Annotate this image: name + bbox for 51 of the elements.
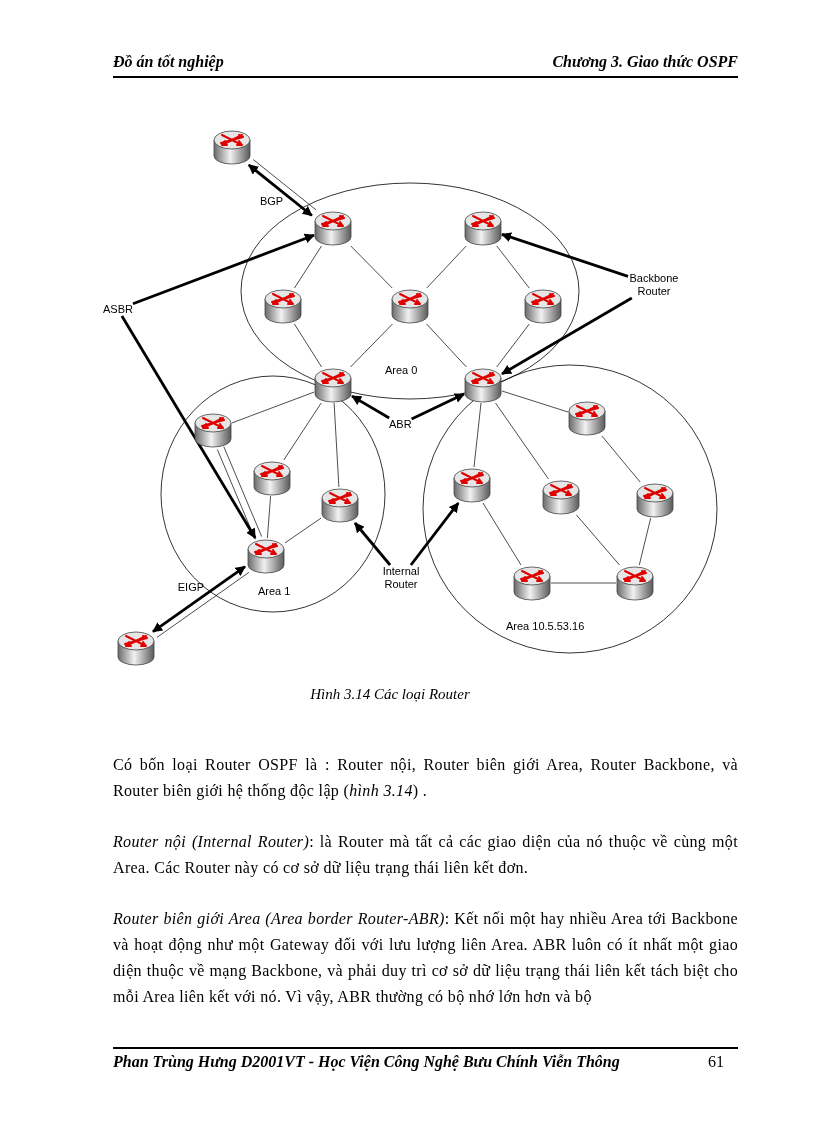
double-arrow <box>247 163 313 217</box>
paragraph: Router nội (Internal Router): là Router mà tất cả các giao diện của nó thuộc về cùng một Area. Các Router này có cơ sở dữ liệu trạng thái liên kết đơn. <box>113 832 738 879</box>
callout-label: ABR <box>389 418 412 431</box>
arrow <box>501 232 629 278</box>
connector-line <box>231 391 315 424</box>
connector-line <box>496 323 530 368</box>
connector-line <box>601 435 641 483</box>
edge-label: EIGP <box>177 581 205 595</box>
area-label: Area 0 <box>385 364 418 377</box>
arrow <box>501 296 633 376</box>
area-label: Area 1 <box>258 585 291 598</box>
connector-line <box>350 245 393 289</box>
connector-line <box>426 245 467 289</box>
connector-line <box>267 495 271 539</box>
figure-caption: Hình 3.14 Các loại Router <box>310 686 470 703</box>
connector-line <box>501 390 569 413</box>
edge-label: BGP <box>259 194 284 208</box>
connector-line <box>333 402 340 488</box>
connector-line <box>294 245 322 289</box>
arrow <box>409 502 460 566</box>
connector-line <box>550 582 617 584</box>
connector-line <box>156 571 250 638</box>
connector-line <box>283 402 322 461</box>
connector-line <box>496 245 530 289</box>
connector-line <box>223 446 263 537</box>
paragraph: Router biên giới Area (Area border Router-ABR): Kết nối một hay nhiều Area tới Backbone và hoạt động như một Gateway đối với lưu lượng liên Area. ABR luôn có ít nhất một giao diện thuộc về mạng Backbone, và phải duy trì cơ sở dữ liệu trạng thái liên kết tách biệt cho mỗi Area liên kết với nó. Vì vậy, ABR thường có bộ nhớ lớn hơn và bộ <box>113 909 738 1008</box>
arrow <box>132 233 315 306</box>
area-label: Area 10.5.53.16 <box>506 620 585 633</box>
connector-line <box>350 323 393 368</box>
connector-line <box>284 517 322 544</box>
connector-line <box>252 159 317 211</box>
header-text: Đồ án tốt nghiệp <box>113 53 224 71</box>
connector-line <box>473 402 482 468</box>
connector-line <box>576 514 620 566</box>
paragraph: Có bốn loại Router OSPF là : Router nội, Router biên giới Area, Router Backbone, và Router biên giới hệ thống độc lập (hình 3.14) . <box>113 755 738 802</box>
connector-line <box>482 502 522 566</box>
header-text: Chương 3. Giao thức OSPF <box>552 53 738 71</box>
footer-text: Phan Trùng Hưng D2001VT - Học Viện Công Nghệ Bưu Chính Viễn Thông <box>113 1053 620 1071</box>
arrow <box>411 392 465 421</box>
connector-line <box>638 517 652 566</box>
connector-line <box>216 449 256 540</box>
arrow <box>353 522 392 566</box>
arrow <box>351 394 390 420</box>
connector-line <box>426 323 467 368</box>
callout-label: Backbone Router <box>628 272 680 298</box>
arrow <box>120 315 257 539</box>
callout-label: Internal Router <box>375 565 427 591</box>
connector-line <box>495 402 549 480</box>
page-number: 61 <box>708 1053 724 1071</box>
connector-line <box>294 323 322 368</box>
double-arrow <box>152 565 246 633</box>
